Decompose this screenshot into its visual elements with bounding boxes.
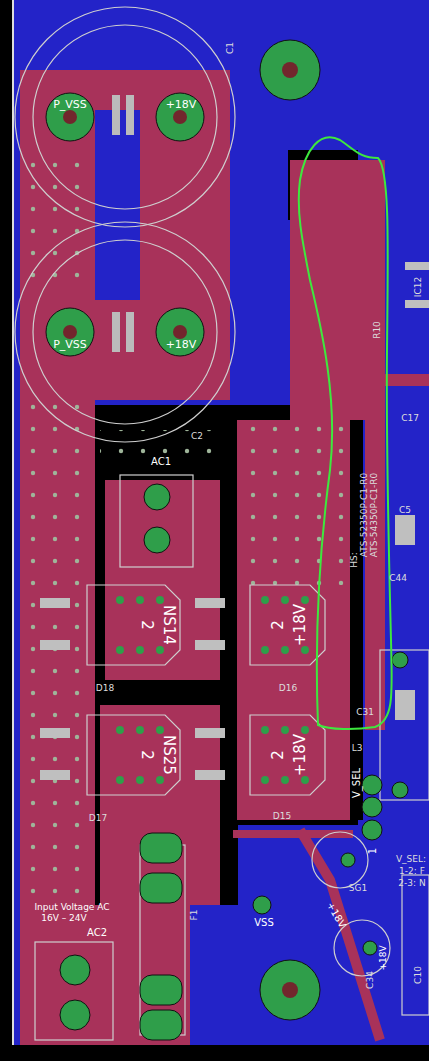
silk-label: L3 bbox=[352, 744, 363, 753]
silk-label: VSS bbox=[254, 918, 274, 928]
silk-label: D15 bbox=[273, 812, 291, 821]
silk-label: C44 bbox=[389, 574, 407, 583]
silk-label: R10 bbox=[373, 321, 382, 339]
silk-label: V_SEL: bbox=[396, 855, 426, 864]
silk-label: C5 bbox=[399, 506, 411, 515]
silk-label: 2 bbox=[271, 750, 286, 760]
silk-label: ATS-52350P-C1-R0 bbox=[360, 473, 369, 557]
silk-label: 1 bbox=[368, 848, 378, 854]
silk-label: NS14 bbox=[161, 605, 176, 645]
silk-label: Input Voltage AC bbox=[34, 903, 109, 912]
silk-label: IC12 bbox=[414, 277, 423, 297]
silk-label: V_SEL bbox=[352, 768, 362, 798]
silk-label: +18V bbox=[293, 734, 308, 776]
silk-label: AC1 bbox=[151, 457, 171, 467]
silk-label: F1 bbox=[190, 910, 199, 921]
silk-label: +18V bbox=[166, 339, 197, 350]
silk-label: 2 bbox=[271, 620, 286, 630]
silk-label: P_VSS bbox=[53, 339, 87, 350]
silk-label: C17 bbox=[401, 414, 419, 423]
silk-label: C10 bbox=[414, 966, 423, 984]
silk-label: C1 bbox=[226, 42, 235, 54]
silk-label: 2-3: N bbox=[398, 879, 425, 888]
silk-label: NS25 bbox=[161, 735, 176, 775]
silk-label: D16 bbox=[279, 684, 297, 693]
silk-label: +18V bbox=[166, 99, 197, 110]
silk-label: 1-2: F bbox=[399, 867, 425, 876]
silk-label: D18 bbox=[96, 684, 114, 693]
silk-label: SG1 bbox=[349, 884, 367, 893]
silk-label: +18V bbox=[379, 945, 388, 970]
silk-label: C2 bbox=[191, 432, 203, 441]
silk-label: D17 bbox=[89, 814, 107, 823]
silk-label: P_VSS bbox=[53, 99, 87, 110]
silk-label: 2 bbox=[139, 620, 154, 630]
silk-label: HS: bbox=[350, 552, 359, 568]
silk-label: 2 bbox=[139, 750, 154, 760]
silk-label: +18V bbox=[293, 604, 308, 646]
silk-label: AC2 bbox=[87, 928, 107, 938]
silk-label: ATS-54350P-C1-R0 bbox=[370, 473, 379, 557]
silk-label: C31 bbox=[356, 708, 374, 717]
silk-label: C34 bbox=[366, 971, 375, 989]
silk-label: 16V – 24V bbox=[41, 914, 86, 923]
